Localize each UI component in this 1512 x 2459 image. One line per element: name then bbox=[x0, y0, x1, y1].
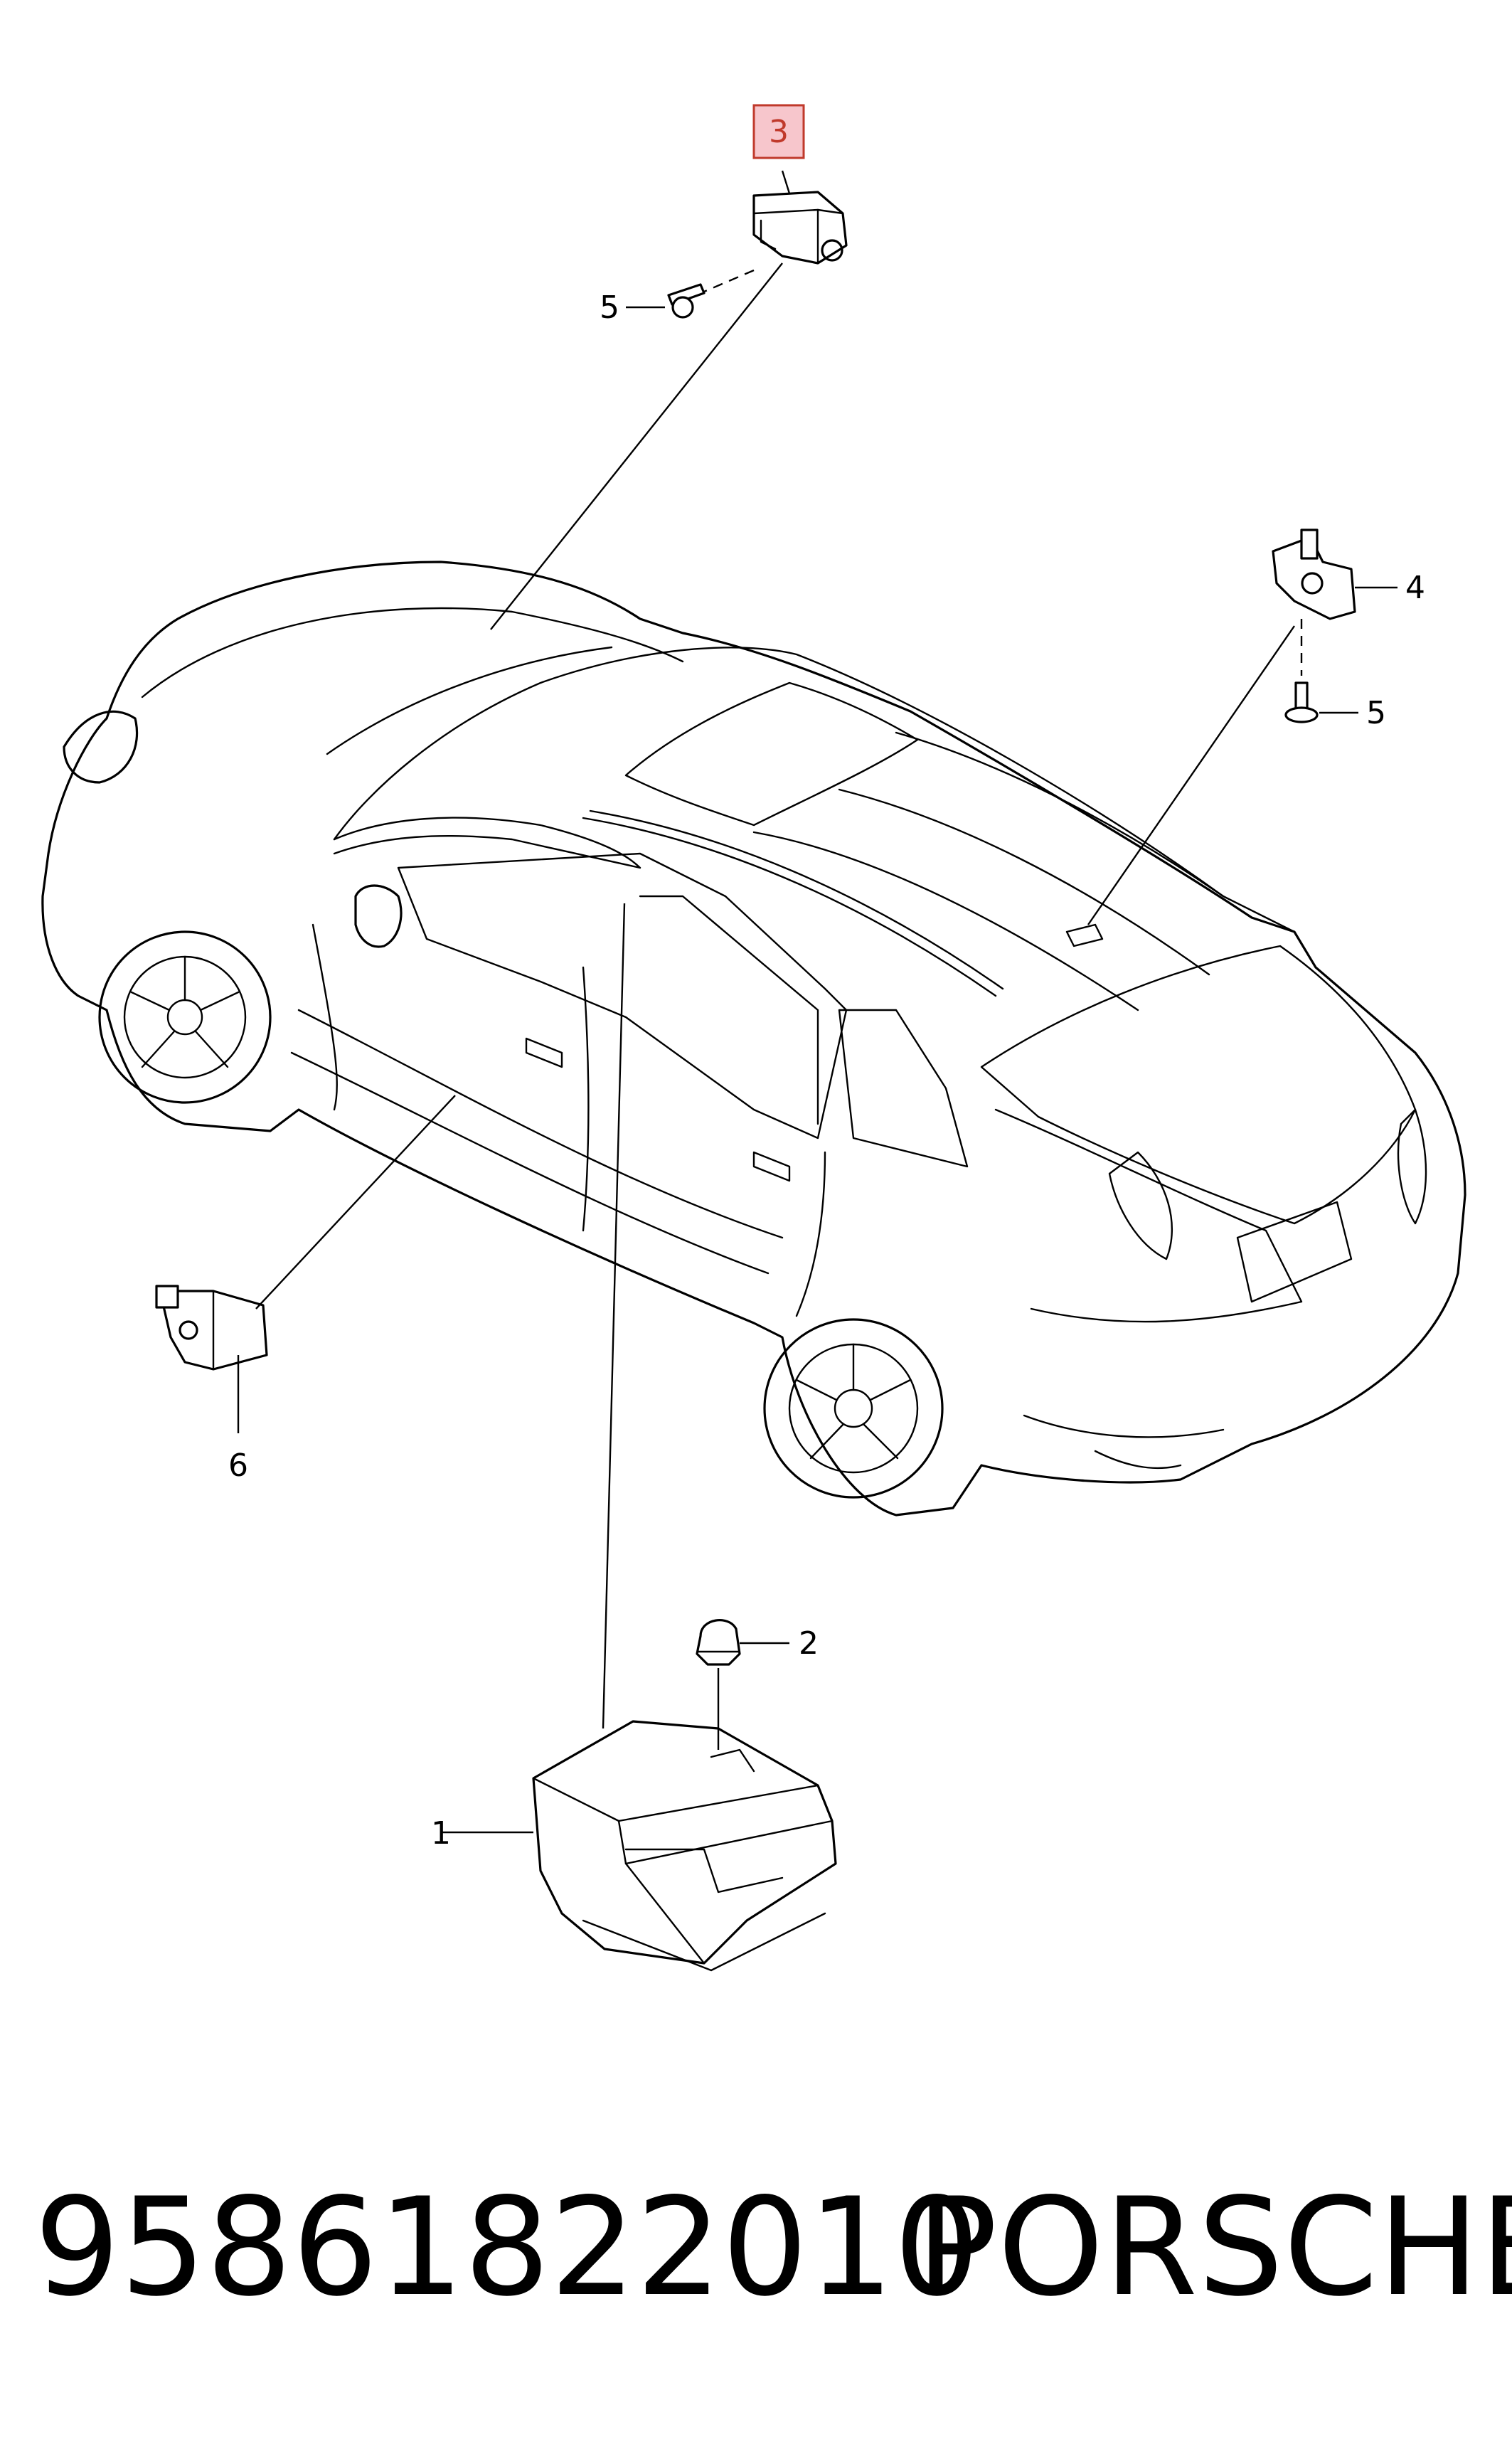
part-4-side-sensor bbox=[1272, 529, 1356, 620]
callout-5b: 5 bbox=[1366, 695, 1386, 731]
leader-4-car bbox=[1087, 625, 1295, 925]
footer: 95861822010 PORSCHE bbox=[0, 2169, 1512, 2326]
callout-5a: 5 bbox=[600, 290, 619, 326]
leader-3-car bbox=[490, 262, 783, 630]
vehicle-illustration bbox=[41, 561, 1466, 1517]
part-3-impact-sensor bbox=[752, 191, 848, 265]
callout-3: 3 bbox=[769, 114, 789, 150]
brand-name: PORSCHE bbox=[916, 2169, 1512, 2326]
part-5-screw-top bbox=[667, 283, 706, 319]
part-1-control-unit bbox=[532, 1720, 837, 1972]
callout-3-highlight bbox=[752, 104, 805, 159]
leader-1-car bbox=[602, 903, 626, 1729]
leader-3 bbox=[781, 170, 791, 194]
part-number: 95861822010 bbox=[34, 2169, 980, 2326]
callout-2: 2 bbox=[799, 1625, 819, 1662]
part-6-front-sensor bbox=[155, 1285, 268, 1371]
leader-6-car bbox=[255, 1095, 456, 1310]
callout-1: 1 bbox=[431, 1815, 451, 1852]
part-5-screw-right bbox=[1284, 681, 1319, 723]
callout-6: 6 bbox=[228, 1448, 248, 1484]
part-2-nut bbox=[696, 1619, 741, 1666]
callout-4: 4 bbox=[1405, 570, 1425, 606]
leader-3-screw bbox=[703, 269, 755, 293]
